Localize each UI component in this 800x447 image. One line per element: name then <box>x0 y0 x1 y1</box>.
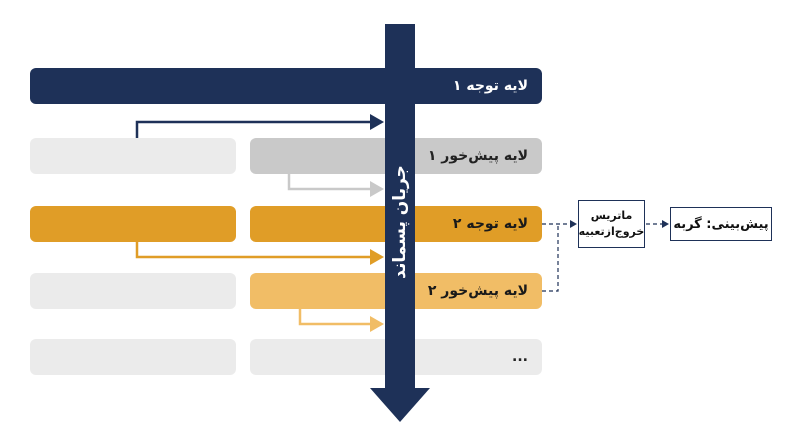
more-left-box <box>30 339 236 375</box>
attention-1-arrow-head <box>370 114 384 130</box>
prediction-arrow-head <box>662 220 669 228</box>
ffn-1-arrow <box>287 174 372 191</box>
residual-stream-shaft <box>385 24 415 390</box>
attention-layer-1-box: لایه توجه ۱ <box>30 68 542 104</box>
ffn-2-arrow <box>298 309 372 326</box>
attention-1-arrow <box>135 120 372 138</box>
attention-2-arrow-head <box>370 249 384 265</box>
output-matrix-label: ماتریس خروج‌ازتعبیه <box>578 208 645 239</box>
prediction-box: پیش‌بینی: گربه <box>670 207 772 241</box>
more-label: ... <box>512 349 528 365</box>
residual-stream-arrow-head <box>370 388 430 422</box>
ffn-1-arrow-head <box>370 181 384 197</box>
ffn-2-left-box <box>30 273 236 309</box>
ffn-1-left-box <box>30 138 236 174</box>
output-matrix-box: ماتریس خروج‌ازتعبیه <box>578 200 645 248</box>
prediction-label: پیش‌بینی: گربه <box>673 216 769 232</box>
matrix-arrow-head <box>570 220 577 228</box>
attention-2-arrow <box>135 242 372 259</box>
ffn-1-label: لایه پیش‌خور ۱ <box>427 148 528 164</box>
ffn-2-arrow-head <box>370 316 384 332</box>
attention-layer-1-label: لایه توجه ۱ <box>452 78 528 94</box>
residual-stream-label: جریان پسماند <box>390 165 410 279</box>
ffn-2-label: لایه پیش‌خور ۲ <box>427 283 528 299</box>
ffn-2-to-matrix-connector <box>542 224 559 292</box>
attention-layer-2-label: لایه توجه ۲ <box>452 216 528 232</box>
attention-layer-2-left-box <box>30 206 236 242</box>
